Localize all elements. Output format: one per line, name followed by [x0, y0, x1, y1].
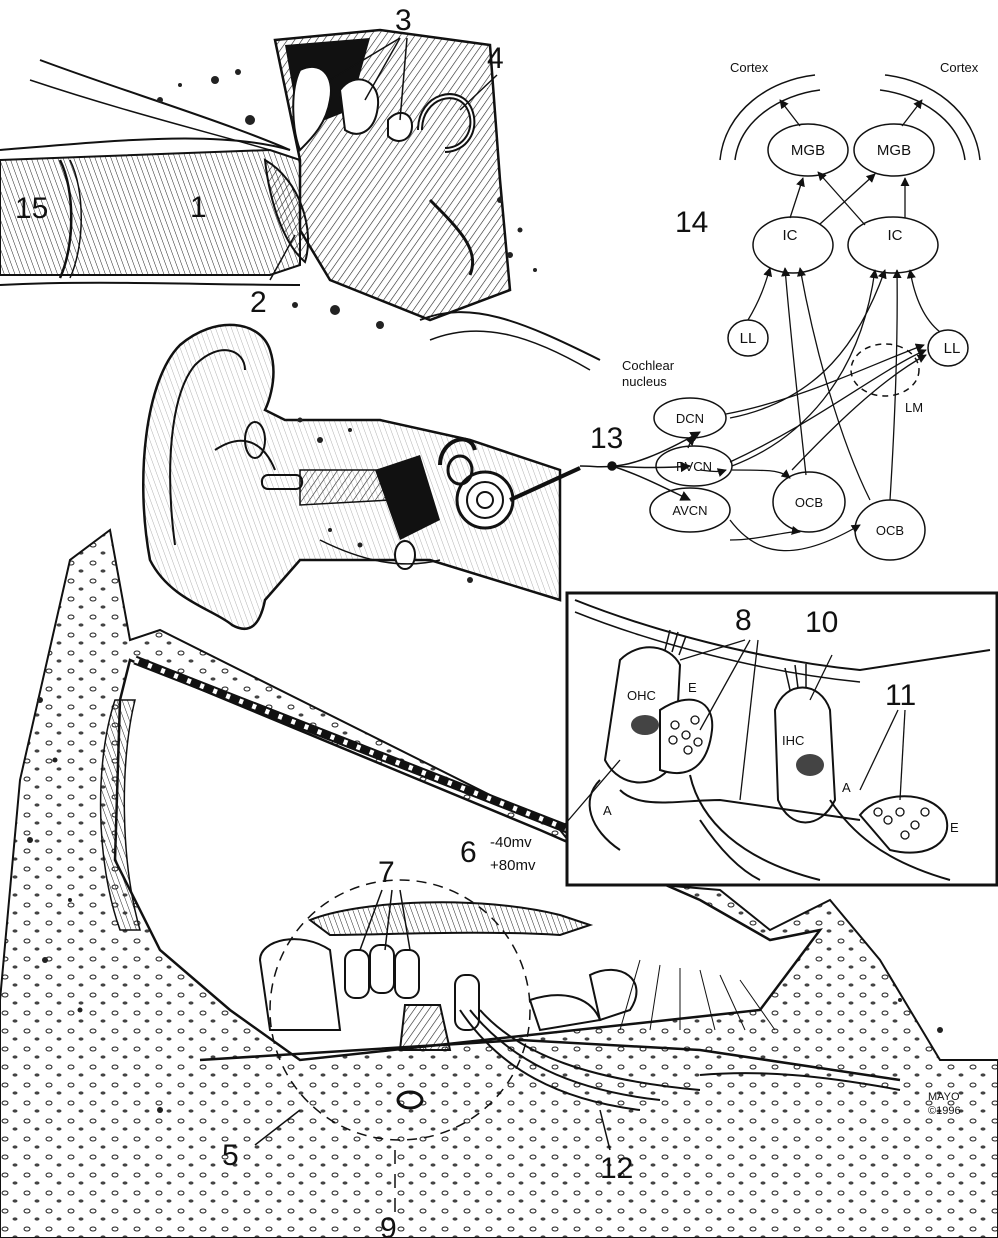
label-3: 3 [395, 4, 412, 37]
dcn-label: DCN [676, 411, 704, 426]
pvcn-label: PVCN [676, 459, 712, 474]
potential-bottom-label: +80mv [490, 857, 536, 874]
cortex-left-label: Cortex [730, 60, 769, 75]
cochlear-nucleus-label-2: nucleus [622, 374, 667, 389]
ihc-label: IHC [782, 733, 804, 748]
whole-ear-illustration [143, 325, 580, 629]
afferent-label-left: A [603, 803, 612, 818]
label-4: 4 [487, 42, 504, 75]
credit-line-2: ©1996 [928, 1105, 961, 1117]
label-7: 7 [378, 856, 395, 889]
label-11: 11 [885, 679, 916, 712]
label-2: 2 [250, 286, 267, 319]
ocb-left-label: OCB [795, 495, 823, 510]
ic-left-label: IC [783, 227, 798, 244]
label-5: 5 [222, 1139, 239, 1172]
hair-cell-inset: OHC IHC E E A A [560, 593, 997, 885]
mgb-left-label: MGB [791, 142, 825, 159]
lm-label: LM [905, 400, 923, 415]
ear-canal-section [0, 30, 600, 370]
efferent-label-left: E [688, 680, 697, 695]
label-1: 1 [190, 191, 207, 224]
cochlear-nucleus-label-1: Cochlear [622, 358, 675, 373]
credit-line-1: MAYO [928, 1091, 960, 1103]
ll-left-label: LL [740, 330, 757, 347]
label-13: 13 [590, 422, 623, 455]
afferent-label-right: A [842, 780, 851, 795]
label-9: 9 [380, 1212, 397, 1238]
ll-right-label: LL [944, 340, 961, 357]
ic-right-label: IC [888, 227, 903, 244]
label-14: 14 [675, 206, 708, 239]
potential-top-label: -40mv [490, 834, 532, 851]
node-ic-left [753, 217, 833, 273]
label-15: 15 [15, 192, 48, 225]
node-ic-right [848, 217, 938, 273]
ohc-label: OHC [627, 688, 656, 703]
auditory-pathway-diagram: Cortex Cortex MGB MGB IC IC LL LL LM Coc… [622, 60, 980, 560]
label-12: 12 [600, 1152, 633, 1185]
cortex-right-label: Cortex [940, 60, 979, 75]
ocb-right-label: OCB [876, 523, 904, 538]
mgb-right-label: MGB [877, 142, 911, 159]
label-6: 6 [460, 836, 477, 869]
label-10: 10 [805, 606, 838, 639]
label-8: 8 [735, 604, 752, 637]
efferent-label-right: E [950, 820, 959, 835]
avcn-label: AVCN [672, 503, 707, 518]
